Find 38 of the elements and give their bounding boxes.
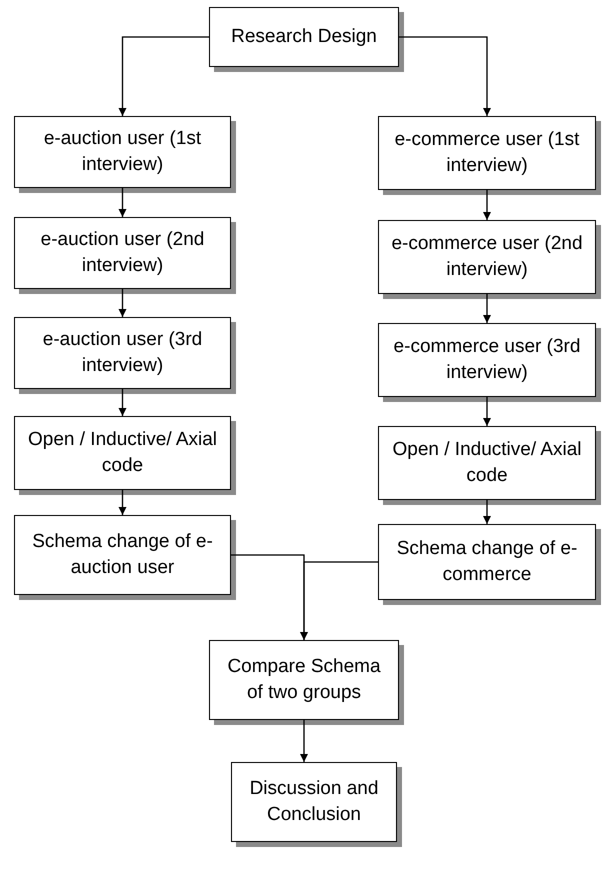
process-box (378, 524, 596, 600)
arrow (483, 294, 491, 323)
arrow (118, 188, 126, 217)
box-label: Schema change of e-auction user (31, 530, 214, 580)
process-box (378, 323, 596, 397)
arrow (118, 389, 126, 416)
box-label: e-auction user (3rd interview) (42, 328, 204, 378)
box-label: Open / Inductive/ Axial code (26, 428, 218, 478)
process-box (209, 640, 399, 720)
arrow (399, 36, 491, 116)
arrow (483, 190, 491, 220)
process-box (14, 416, 231, 490)
arrow (118, 289, 126, 317)
box-label: Schema change of e-commerce (396, 537, 578, 587)
box-label: Discussion and Conclusion (248, 777, 380, 827)
process-box (378, 116, 596, 190)
arrow (118, 490, 126, 515)
box-label: e-auction user (2nd interview) (40, 228, 206, 278)
process-box (231, 762, 397, 842)
box-label: e-commerce user (1st interview) (394, 128, 580, 178)
box-label: e-commerce user (2nd interview) (390, 232, 584, 282)
process-box (378, 426, 596, 500)
process-box (14, 116, 231, 188)
box-label: Compare Schema of two groups (226, 655, 382, 705)
process-box (378, 220, 596, 294)
process-box (14, 515, 231, 595)
arrow (483, 397, 491, 426)
arrow (300, 720, 308, 762)
process-box (14, 217, 231, 289)
process-box (209, 7, 399, 67)
arrow (118, 36, 209, 116)
box-label: e-commerce user (3rd interview) (392, 335, 582, 385)
box-label: Research Design (231, 25, 377, 49)
arrow (300, 561, 378, 640)
arrow (483, 500, 491, 524)
process-box (14, 317, 231, 389)
box-label: Open / Inductive/ Axial code (391, 438, 583, 488)
box-label: e-auction user (1st interview) (42, 127, 202, 177)
